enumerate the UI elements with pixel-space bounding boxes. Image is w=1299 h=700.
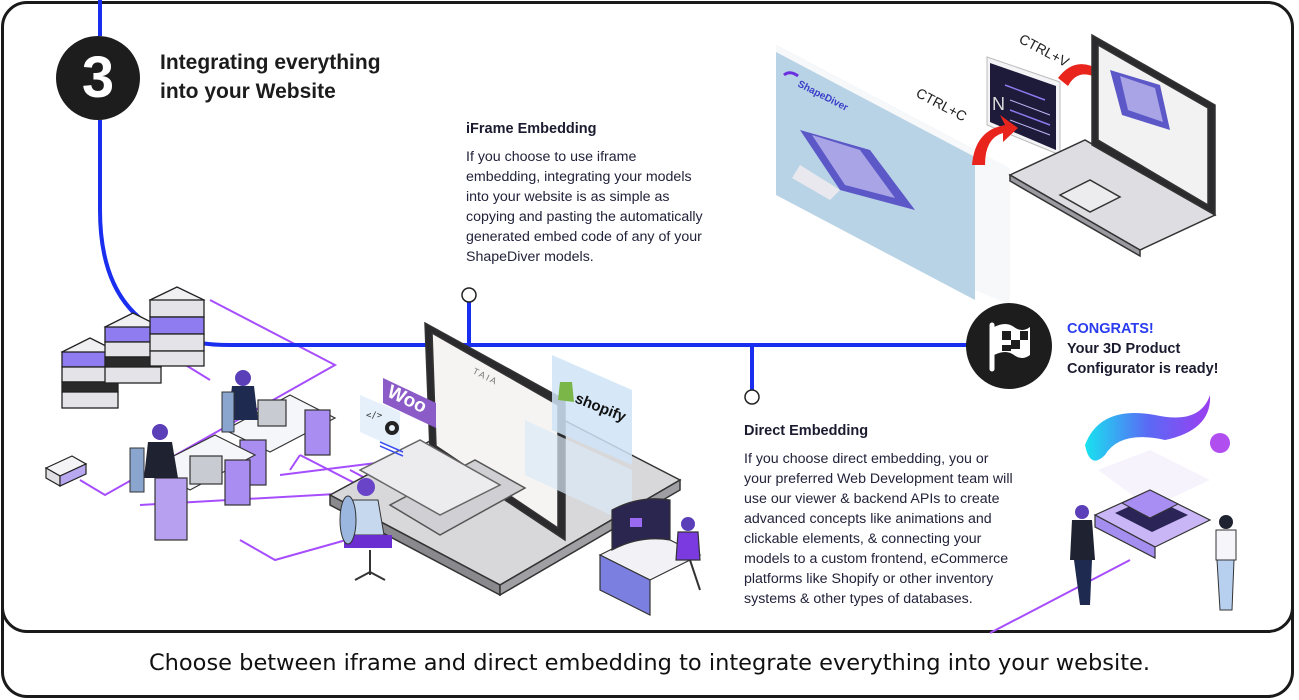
congrats-message: CONGRATS! Your 3D Product Configurator i… [1067,319,1218,379]
iframe-embedding-heading: iFrame Embedding [466,121,597,137]
body-line: If you choose to use iframe [466,149,637,165]
office-workers [129,370,258,493]
body-line: platforms like Shopify or other inventor… [744,571,994,587]
embed-code-window: N [986,56,1061,156]
step-title-line-2: into your Website [160,80,336,103]
body-line: use our viewer & backend APIs to create [744,491,1000,507]
presenters [1070,505,1237,611]
congrats-line-2: Your 3D Product [1067,341,1181,357]
target-laptop [1008,33,1217,258]
body-line: models to a custom frontend, eCommerce [744,551,1009,567]
shapediver-viewer-screenshot: ShapeDiver [776,45,1010,305]
direct-embedding-body: If you choose direct embedding, you or y… [744,449,1054,609]
paste-shortcut-label: CTRL+V [1017,31,1073,71]
direct-embedding-heading: Direct Embedding [744,423,869,439]
direct-node [744,389,760,405]
congrats-line-3: Configurator is ready! [1067,361,1219,377]
body-line: advanced concepts like animations and [744,511,992,527]
copy-shortcut-label: CTRL+C [914,85,970,125]
svg-text:</>: </> [366,411,383,421]
direct-embedding-section: Direct Embedding If you choose direct em… [744,423,1054,609]
checkered-flag-icon [989,322,1030,372]
body-line: your preferred Web Development team will [744,471,1013,487]
server-stack-1 [60,337,120,409]
step-number-badge: 3 [56,36,140,120]
svg-text:N: N [992,94,1005,114]
code-settings-panel: </> [360,395,404,457]
illustration-canvas: TAIA Woo </> shopify [44,0,1237,634]
server-racks [60,286,206,409]
router-box [44,455,88,488]
developer-desk [598,498,702,616]
journey-path [98,0,968,390]
step-title: Integrating everything into your Website [160,48,381,106]
congrats-title: CONGRATS! [1067,321,1154,337]
copy-arrow-icon [972,115,1018,165]
shopify-panel: shopify [525,355,632,525]
congrats-badge [966,303,1052,389]
body-line: embedding, integrating your models [466,169,692,185]
body-line: ShapeDiver models. [466,249,594,265]
server-stack-3 [148,286,206,367]
body-line: If you choose direct embedding, you or [744,451,989,467]
iframe-embedding-section: iFrame Embedding If you choose to use if… [466,121,746,267]
body-line: systems & other types of databases. [744,591,973,607]
body-line: generated embed code of any of your [466,229,702,245]
processor-chip [1085,395,1230,559]
caption-frame [1,600,1294,698]
laptop-user [339,478,392,581]
purple-dot [1210,433,1230,453]
body-line: into your website is as simple as [466,189,670,205]
step-title-line-1: Integrating everything [160,51,381,74]
iframe-node [461,287,477,303]
body-line: copying and pasting the automatically [466,209,703,225]
body-line: clickable elements, & connecting your [744,531,982,547]
figure-caption: Choose between iframe and direct embeddi… [148,650,1151,676]
iframe-embedding-body: If you choose to use iframe embedding, i… [466,147,746,267]
